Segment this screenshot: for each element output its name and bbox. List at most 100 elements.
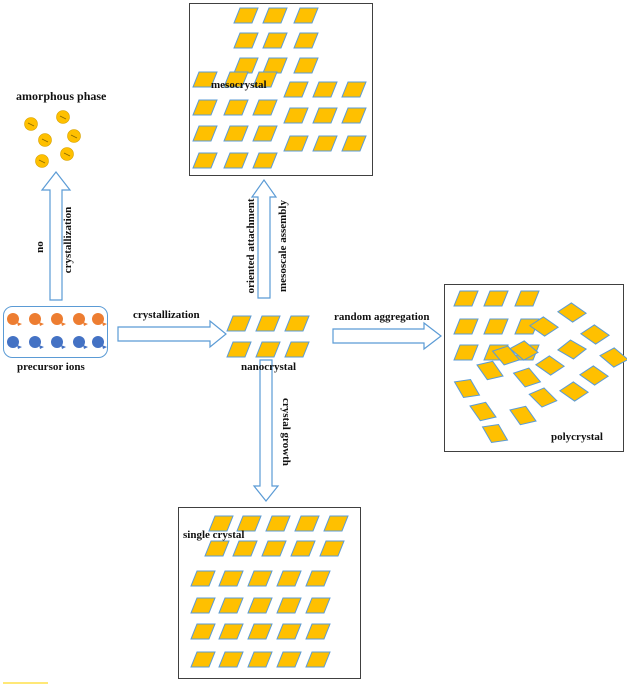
random-aggregation-label: random aggregation (334, 311, 429, 323)
nanocrystal-crystal (284, 315, 310, 332)
single-crystal-crystal (305, 651, 331, 668)
single-crystal-crystal (290, 540, 316, 557)
polycrystal-crystal (528, 316, 560, 337)
single-crystal-crystal (236, 515, 262, 532)
precursor-ion-blue (29, 336, 41, 348)
mesocrystal-crystal (252, 152, 278, 169)
single-crystal-crystal (319, 540, 345, 557)
no-crystallization-arrow (40, 171, 72, 301)
precursor-ion-blue (73, 336, 85, 348)
mesocrystal-crystal (283, 81, 309, 98)
single-crystal-crystal (265, 515, 291, 532)
nanocrystal-crystal (255, 315, 281, 332)
single-crystal-crystal (208, 515, 234, 532)
amorphous-particle-mark (63, 152, 71, 157)
amorphous-particle-mark (27, 122, 35, 127)
single-crystal-crystal (261, 540, 287, 557)
mesocrystal-label: mesocrystal (211, 79, 267, 91)
mesocrystal-crystal (192, 152, 218, 169)
mesocrystal-crystal (283, 135, 309, 152)
precursor-ion-orange (51, 313, 63, 325)
polycrystal-crystals (453, 290, 627, 443)
precursor-ion-blue (7, 336, 19, 348)
mesocrystal-crystal (192, 71, 218, 88)
mesoscale-assembly-label: mesoscale assembly (277, 200, 289, 292)
mesocrystal-crystal (341, 81, 367, 98)
polycrystal-crystal (469, 401, 497, 422)
single-crystal-crystal (190, 623, 216, 640)
amorphous-particle-mark (59, 115, 67, 120)
mesocrystal-crystal (312, 135, 338, 152)
polycrystal-crystal (578, 365, 610, 386)
single-crystal-crystal (190, 651, 216, 668)
nanocrystal-crystals (226, 315, 310, 358)
mesocrystal-crystal (283, 107, 309, 124)
single-crystal-crystal (294, 515, 320, 532)
mesocrystal-crystal (293, 57, 319, 74)
mesocrystal-crystal (223, 152, 249, 169)
single-crystal-box (178, 507, 361, 679)
precursor-ion-blue (51, 336, 63, 348)
mesocrystal-crystal (252, 125, 278, 142)
precursor-ion-orange (7, 313, 19, 325)
mesocrystal-crystal (293, 7, 319, 24)
polycrystal-crystal (453, 318, 479, 335)
nanocrystal-label: nanocrystal (241, 361, 296, 373)
single-crystal-crystal (190, 597, 216, 614)
polycrystal-crystal (481, 424, 509, 443)
polycrystal-crystal (453, 379, 481, 398)
mesocrystal-crystal (293, 32, 319, 49)
polycrystal-crystal (509, 340, 539, 361)
crystallization-vertical-label: crystallization (62, 207, 74, 274)
precursor-ion-orange-tail (83, 322, 88, 326)
single-crystal-crystal (305, 623, 331, 640)
mesocrystal-crystal (252, 71, 278, 88)
polycrystal-crystal (453, 290, 479, 307)
polycrystal-crystal (579, 324, 611, 345)
polycrystal-crystal (556, 339, 588, 360)
single-crystal-crystal (190, 570, 216, 587)
amorphous-particle (67, 129, 81, 143)
mesocrystal-crystal (312, 107, 338, 124)
mesoscale-assembly-arrow (250, 178, 278, 299)
precursor-ion-orange-tail (102, 322, 107, 326)
mesocrystal-crystals (192, 7, 367, 169)
mesocrystal-crystal (192, 99, 218, 116)
precursor-ion-blue (92, 336, 104, 348)
mesocrystal-crystal (223, 125, 249, 142)
polycrystal-crystal (483, 318, 509, 335)
amorphous-particle (38, 133, 52, 147)
precursor-ion-blue-tail (39, 345, 44, 349)
polycrystal-crystal (558, 381, 590, 402)
polycrystal-crystal (514, 318, 540, 335)
precursor-ion-orange-tail (61, 322, 66, 326)
crystallization-horizontal-label: crystallization (133, 309, 200, 321)
precursor-ion-blue-tail (83, 345, 88, 349)
mesocrystal-crystal (223, 71, 249, 88)
polycrystal-crystal (528, 387, 558, 408)
single-crystal-crystal (247, 570, 273, 587)
precursor-ion-orange (92, 313, 104, 325)
amorphous-particle (60, 147, 74, 161)
mesocrystal-crystal (192, 125, 218, 142)
mesocrystal-crystal (233, 32, 259, 49)
amorphous-particle (24, 117, 38, 131)
polycrystal-crystal (556, 302, 588, 323)
mesocrystal-crystal (341, 107, 367, 124)
mesocrystal-crystal (262, 32, 288, 49)
polycrystal-crystal (512, 367, 542, 388)
precursor-ion-blue-tail (17, 345, 22, 349)
single-crystal-crystal (276, 597, 302, 614)
amorphous-particles (24, 110, 81, 168)
single-crystal-crystal (276, 570, 302, 587)
single-crystal-crystal (305, 597, 331, 614)
mesocrystal-box (189, 3, 373, 176)
polycrystal-crystal (534, 355, 566, 376)
crystal-growth-arrow (252, 359, 280, 502)
nanocrystal-crystal (255, 341, 281, 358)
random-aggregation-arrow (332, 321, 442, 351)
precursor-ion-orange (73, 313, 85, 325)
single-crystal-crystal (276, 623, 302, 640)
mesocrystal-crystal (262, 7, 288, 24)
